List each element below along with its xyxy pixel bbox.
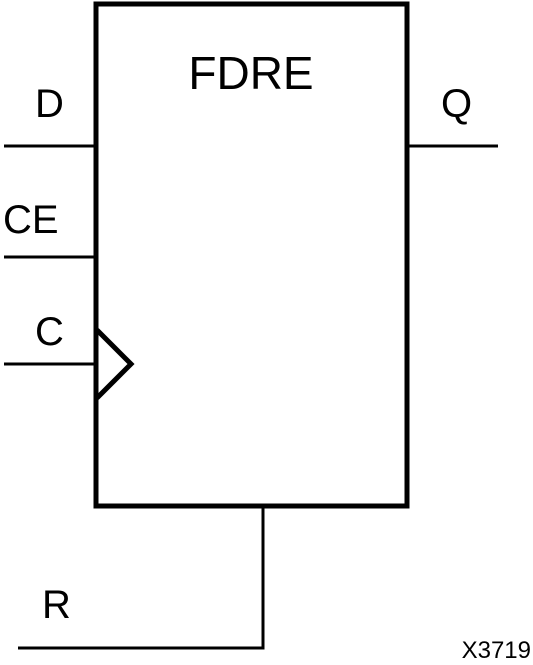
figure-id: X3719 [462, 637, 531, 664]
clock-edge-indicator [95, 328, 135, 400]
pin-r-label: R [42, 583, 71, 627]
flip-flop-body [93, 1, 410, 509]
component-title: FDRE [188, 47, 313, 99]
pin-c-label: C [35, 310, 64, 354]
pin-ce-label: CE [3, 198, 59, 242]
pin-r-wire [18, 506, 265, 650]
pin-q-label: Q [441, 82, 472, 126]
pin-d-label: D [35, 82, 64, 126]
